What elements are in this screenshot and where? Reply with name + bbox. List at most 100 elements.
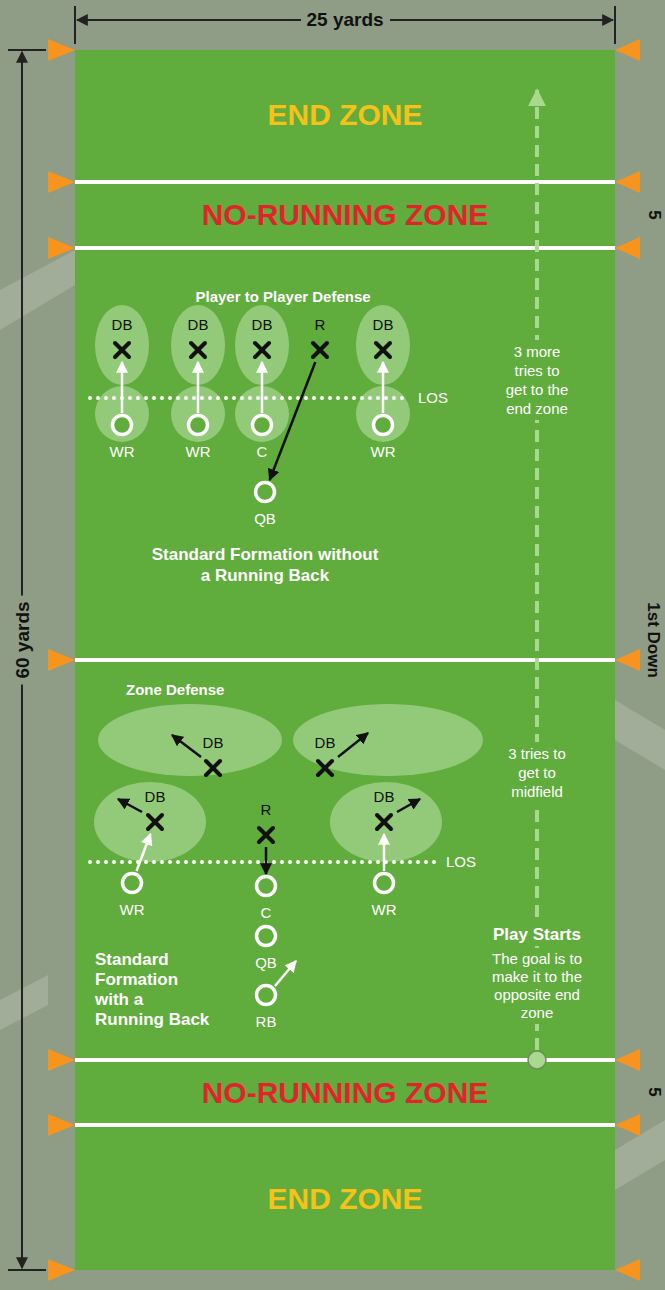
defender-x [186, 338, 210, 362]
field-line [75, 180, 615, 184]
defender-x [143, 810, 167, 834]
zone-oval [98, 704, 282, 776]
dimension-label: 25 yards [301, 9, 390, 31]
player-circle [372, 871, 396, 895]
los-label: LOS [418, 389, 448, 407]
zone-drop-arrow [397, 799, 420, 812]
defender-x [250, 338, 274, 362]
player-circle [110, 413, 134, 437]
defender-x [372, 810, 396, 834]
x-stroke [376, 343, 390, 357]
running-back-route [275, 961, 296, 986]
x-stroke [255, 343, 269, 357]
circle-ring [253, 416, 272, 435]
defender-marker: DB [250, 316, 274, 362]
offense-player-marker: C [254, 874, 278, 921]
route-arrow [383, 834, 386, 871]
cone-marker [48, 1259, 75, 1281]
dimension-tick [614, 6, 616, 44]
player-label: C [261, 904, 272, 921]
defender-x [110, 338, 134, 362]
route-arrow [137, 834, 151, 871]
field-line [75, 246, 615, 250]
player-circle [371, 413, 395, 437]
offense-player-marker: QB [253, 480, 277, 527]
player-label: DB [374, 788, 395, 805]
player-circle [186, 413, 210, 437]
player-label: QB [255, 954, 277, 971]
offense-player-marker: WR [120, 871, 145, 918]
x-stroke [115, 343, 129, 357]
defender-x [313, 756, 337, 780]
cone-marker [615, 171, 640, 193]
player-circle [254, 874, 278, 898]
route-arrow [197, 362, 200, 413]
end-zone-band: END ZONE [75, 50, 615, 180]
play-direction-arrow [535, 90, 539, 1050]
player-label: DB [315, 734, 336, 751]
player-label: QB [254, 510, 276, 527]
player-circle [253, 480, 277, 504]
cone-marker [48, 1049, 75, 1071]
x-stroke [191, 343, 205, 357]
offense-player-marker: WR [110, 413, 135, 460]
x-stroke [313, 343, 327, 357]
defender-marker: DB [143, 788, 167, 834]
ball-spot [528, 1051, 546, 1069]
defender-x [371, 338, 395, 362]
x-stroke [259, 828, 273, 842]
zone-oval [330, 782, 442, 862]
cone-marker [48, 39, 75, 61]
dimension-tick [74, 6, 76, 44]
offense-player-marker: WR [186, 413, 211, 460]
circle-ring [256, 483, 275, 502]
zone-title: NO-RUNNING ZONE [202, 1076, 489, 1110]
player-label: WR [110, 443, 135, 460]
circle-ring [257, 986, 276, 1005]
circle-ring [374, 416, 393, 435]
zone-oval [293, 704, 483, 776]
x-stroke [376, 343, 390, 357]
field-line [75, 1123, 615, 1127]
player-label: DB [373, 316, 394, 333]
cone-marker [615, 39, 640, 61]
offense-player-marker: QB [254, 924, 278, 971]
zone-title: END ZONE [267, 98, 422, 132]
player-label: DB [252, 316, 273, 333]
circle-ring [375, 874, 394, 893]
line-of-scrimmage [90, 396, 410, 400]
defender-marker: DB [110, 316, 134, 362]
circle-ring [189, 416, 208, 435]
cone-marker [615, 1259, 640, 1281]
player-label: R [315, 316, 326, 333]
zone-drop-arrow [118, 799, 142, 812]
down-note: 3 more tries to get to the end zone [500, 340, 574, 420]
circle-ring [257, 877, 276, 896]
player-label: WR [120, 901, 145, 918]
cone-marker [615, 1049, 640, 1071]
player-label: WR [371, 443, 396, 460]
cone-marker [48, 171, 75, 193]
defender-marker: R [308, 316, 332, 362]
grass-stripe [0, 250, 75, 330]
x-stroke [313, 343, 327, 357]
playing-field [75, 50, 615, 1270]
x-stroke [318, 761, 332, 775]
grass-stripe [0, 975, 48, 1030]
yard-marker: 5 [644, 1087, 662, 1096]
formation-caption: Standard Formation without a Running Bac… [148, 544, 382, 586]
formation-heading: Zone Defense [126, 681, 224, 699]
field-line [75, 658, 615, 662]
offense-player-marker: RB [254, 983, 278, 1030]
player-circle [254, 983, 278, 1007]
formation-heading: Player to Player Defense [196, 288, 371, 306]
play-start-note: The goal is to make it to the opposite e… [483, 948, 591, 1024]
formation-caption: Standard Formation with a Running Back [95, 950, 213, 1030]
x-stroke [377, 815, 391, 829]
player-label: DB [188, 316, 209, 333]
zone-title: NO-RUNNING ZONE [202, 198, 489, 232]
x-stroke [148, 815, 162, 829]
yard-marker: 5 [644, 210, 662, 219]
player-label: DB [112, 316, 133, 333]
grass-stripe [615, 700, 665, 770]
